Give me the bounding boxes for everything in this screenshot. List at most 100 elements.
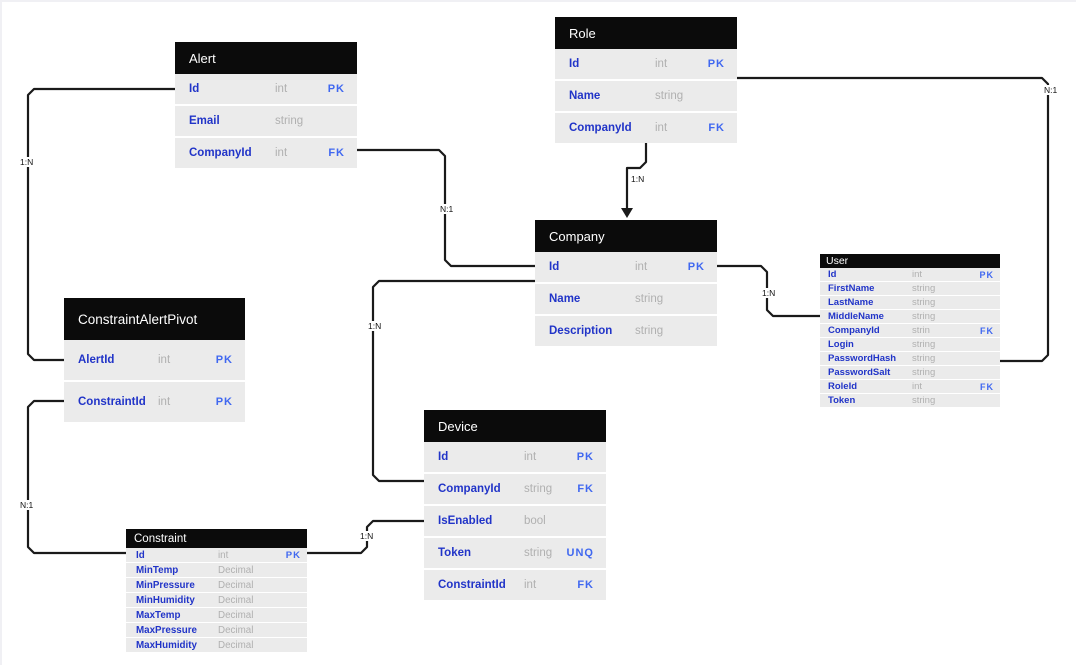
field-type: string (635, 293, 664, 305)
field-type: int (912, 381, 923, 392)
field-name: Description (549, 325, 613, 337)
field-name: CompanyId (438, 483, 501, 495)
field-name: MaxTemp (136, 609, 181, 621)
field-type: int (655, 58, 668, 70)
field-type: Decimal (218, 579, 254, 591)
field-row[interactable]: CompanyId strin FK (820, 324, 1000, 337)
field-name: FirstName (828, 283, 875, 294)
field-type: string (912, 367, 936, 378)
field-key-badge: PK (327, 83, 345, 95)
field-type: Decimal (218, 564, 254, 576)
entity-title-constraintalertpivot: ConstraintAlertPivot (64, 298, 245, 340)
field-row[interactable]: MaxTemp Decimal (126, 608, 307, 622)
field-type: int (158, 354, 171, 366)
field-type: Decimal (218, 609, 254, 621)
field-row[interactable]: FirstName string (820, 282, 1000, 295)
field-row[interactable]: Name string (555, 81, 737, 111)
field-name: PasswordHash (828, 353, 897, 364)
field-type: int (275, 147, 288, 159)
field-name: Token (438, 547, 472, 559)
entity-title-constraint: Constraint (126, 529, 307, 548)
field-row[interactable]: MinPressure Decimal (126, 578, 307, 592)
field-name: RoleId (828, 381, 858, 392)
entity-title-device: Device (424, 410, 606, 442)
field-name: CompanyId (189, 147, 252, 159)
field-key-badge: FK (980, 325, 994, 336)
field-row[interactable]: Id int PK (126, 548, 307, 562)
field-name: ConstraintId (438, 579, 506, 591)
cardinality-label-role-user: N:1 (1043, 85, 1059, 95)
field-type: int (158, 396, 171, 408)
field-type: int (218, 549, 229, 561)
cardinality-label-company-user: 1:N (761, 288, 777, 298)
field-row[interactable]: RoleId int FK (820, 380, 1000, 393)
field-name: MinPressure (136, 579, 195, 591)
field-name: Name (569, 90, 601, 102)
field-type: string (655, 90, 684, 102)
field-key-badge: FK (708, 122, 725, 134)
field-type: string (275, 115, 304, 127)
field-type: bool (524, 515, 546, 527)
field-type: string (912, 395, 936, 406)
field-type: int (524, 451, 537, 463)
field-row[interactable]: MiddleName string (820, 310, 1000, 323)
field-name: MaxPressure (136, 624, 197, 636)
field-row[interactable]: Email string (175, 106, 357, 136)
field-name: Email (189, 115, 220, 127)
field-type: int (275, 83, 288, 95)
field-row[interactable]: PasswordHash string (820, 352, 1000, 365)
field-name: Login (828, 339, 854, 350)
field-key-badge: FK (328, 147, 345, 159)
field-type: string (524, 483, 553, 495)
cardinality-label-company-device: 1:N (367, 321, 383, 331)
cardinality-label-alert-pivot: 1:N (19, 157, 35, 167)
field-type: string (912, 283, 936, 294)
field-type: string (912, 353, 936, 364)
field-row[interactable]: CompanyId int FK (175, 138, 357, 168)
field-type: strin (912, 325, 930, 336)
field-name: ConstraintId (78, 396, 146, 408)
field-type: Decimal (218, 624, 254, 636)
field-name: Id (136, 549, 145, 561)
field-type: string (912, 311, 936, 322)
field-type: Decimal (218, 639, 254, 651)
field-key-badge: FK (980, 381, 994, 392)
field-name: CompanyId (828, 325, 880, 336)
field-name: Id (828, 269, 837, 280)
field-key-badge: PK (285, 549, 301, 561)
entity-title-company: Company (535, 220, 717, 252)
field-name: MiddleName (828, 311, 884, 322)
cardinality-label-constraint-device: 1:N (359, 531, 375, 541)
field-name: Id (549, 261, 560, 273)
field-row[interactable]: MaxPressure Decimal (126, 623, 307, 637)
